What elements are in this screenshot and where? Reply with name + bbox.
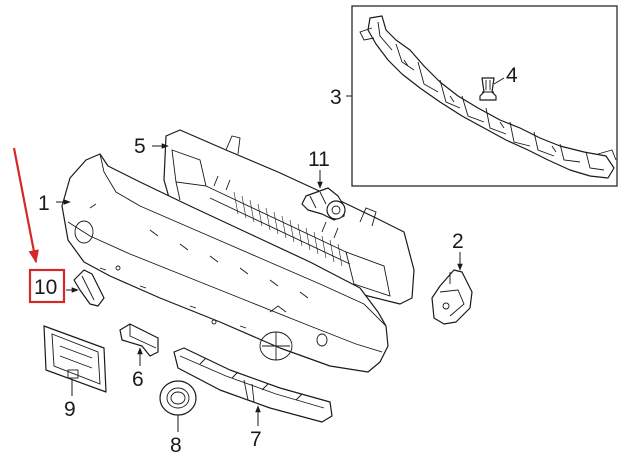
callout-8: 8 bbox=[170, 434, 182, 456]
callout-10-highlight-box bbox=[28, 268, 66, 304]
callout-2: 2 bbox=[452, 230, 464, 253]
part-8-bezel-ring bbox=[159, 380, 197, 416]
callout-7: 7 bbox=[250, 428, 262, 451]
inset-panel: 3 4 bbox=[330, 5, 618, 187]
callout-10: 10 bbox=[34, 276, 57, 299]
part-3-reinforcement-bar bbox=[359, 15, 617, 179]
part-5-energy-absorber bbox=[163, 129, 415, 305]
callout-9: 9 bbox=[64, 398, 76, 421]
part-6-small-bracket bbox=[119, 323, 159, 357]
callout-1: 1 bbox=[38, 192, 50, 215]
part-9-license-plate-bracket bbox=[43, 325, 107, 393]
part-4-push-clip bbox=[479, 77, 497, 101]
part-11-parking-sensor bbox=[301, 187, 346, 221]
callout-4-leader bbox=[493, 77, 505, 85]
callout-11: 11 bbox=[308, 148, 330, 171]
callout-4: 4 bbox=[506, 64, 518, 87]
part-2-mounting-bracket bbox=[431, 269, 473, 325]
part-1-bumper-cover bbox=[61, 153, 389, 373]
part-10-trim-strip bbox=[73, 269, 105, 307]
callout-5: 5 bbox=[134, 135, 146, 158]
callout-3: 3 bbox=[330, 86, 342, 109]
highlight-pointer-arrow bbox=[12, 147, 39, 264]
callout-6: 6 bbox=[132, 368, 144, 391]
part-7-lower-valance bbox=[173, 347, 333, 423]
part-5-ribs bbox=[233, 191, 343, 267]
